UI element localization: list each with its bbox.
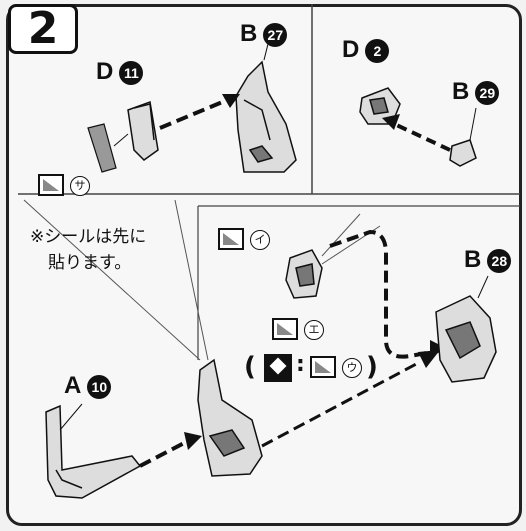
part-letter: B [464, 246, 484, 273]
sticker-icon-sa [38, 174, 64, 196]
part-b27 [235, 60, 297, 173]
sticker-sa-leader [113, 133, 129, 147]
part-number-badge: 2 [365, 38, 390, 63]
part-b28 [435, 295, 497, 383]
part-number-badge: 29 [475, 80, 500, 105]
arrowhead-2 [382, 114, 400, 130]
callout-line-2 [174, 199, 209, 361]
arrowhead-1 [222, 94, 240, 108]
sticker-icon-u [310, 356, 336, 378]
colon: : [296, 352, 305, 377]
part-number-badge: 11 [119, 60, 144, 85]
b29-leader [469, 107, 477, 141]
part-number-badge: 10 [87, 374, 112, 399]
part-b29 [449, 139, 477, 167]
part-body-assembly [197, 358, 263, 477]
sticker-icon-e [272, 318, 298, 340]
part-a10 [45, 404, 142, 499]
arrow-body-b28 [261, 360, 421, 448]
part-number-badge: 28 [487, 248, 512, 273]
part-d11 [127, 100, 159, 161]
callout-line-1 [23, 199, 201, 361]
note-line-2: 貼ります。 [48, 253, 132, 273]
note-line-1: ※シールは先に [30, 227, 147, 247]
sticker-sa-badge: サ [70, 176, 90, 196]
part-detail-small [285, 249, 323, 299]
part-letter: B [240, 20, 260, 47]
sticker-icon-i [218, 228, 244, 250]
arrow-d11-b27 [159, 96, 233, 130]
a10-leader [59, 403, 83, 431]
sticker-e-badge: エ [304, 320, 324, 340]
callout-line-3 [321, 213, 361, 257]
sticker-sa-shape [87, 123, 117, 173]
arrowhead-5 [418, 350, 440, 368]
part-letter: D [342, 36, 362, 63]
arrow-b29-d2 [389, 120, 451, 152]
part-letter: D [96, 58, 116, 85]
sticker-i-badge: イ [250, 230, 270, 250]
part-letter: B [452, 78, 472, 105]
b28-leader [477, 275, 489, 299]
arrowhead-4 [184, 432, 202, 450]
arrow-detail-b28 [329, 229, 433, 359]
arrow-a10-body [139, 440, 187, 468]
step-number: 2 [8, 4, 78, 54]
part-d2 [359, 87, 401, 125]
part-letter: A [64, 372, 84, 399]
sticker-note: ※シールは先に 貼ります。 [30, 224, 146, 276]
open-paren: ( [244, 352, 256, 382]
sticker-u-badge: ウ [342, 358, 362, 378]
b27-leader [263, 43, 269, 61]
close-paren: ) [366, 352, 378, 382]
part-number-badge: 27 [263, 22, 288, 47]
marking-icon [264, 354, 292, 382]
